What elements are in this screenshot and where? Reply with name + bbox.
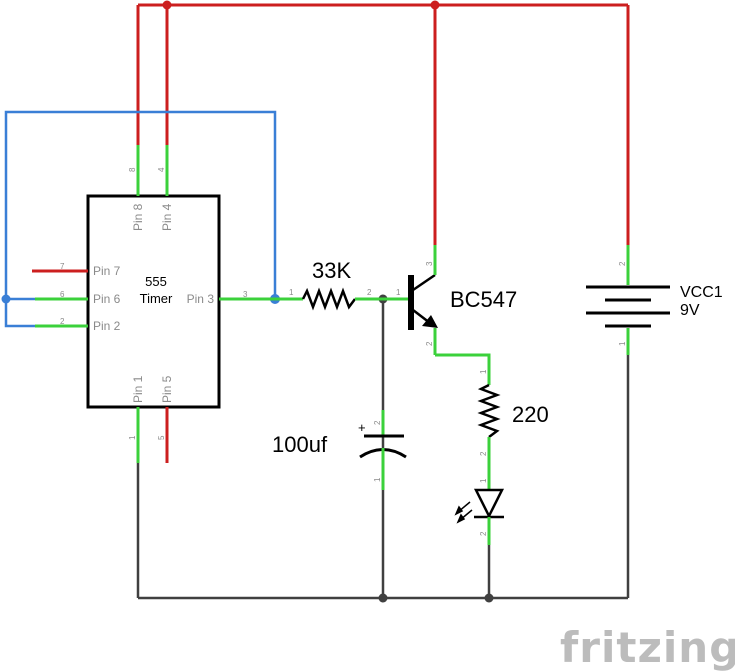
pin6-number: 6 [60, 290, 65, 299]
vcc-junctions [162, 0, 440, 10]
battery-name: VCC1 [680, 284, 723, 301]
resistor-33k-pin2: 2 [367, 288, 372, 297]
pin1-number: 1 [128, 435, 137, 440]
resistor-33k: 33K 1 2 [275, 258, 383, 311]
capacitor-polarity: + [358, 420, 366, 435]
resistor-33k-value: 33K [312, 258, 351, 283]
signal-wires [4, 110, 277, 328]
chip-name-line1: 555 [145, 274, 167, 289]
pin6-label: Pin 6 [93, 292, 121, 306]
transistor-collector-pin: 3 [425, 261, 434, 266]
battery-voltage: 9V [680, 302, 700, 319]
led: 1 2 [454, 465, 505, 545]
resistor-220-value: 220 [512, 402, 549, 427]
pin5-label: Pin 5 [160, 375, 174, 403]
fritzing-logo: fritzing [560, 623, 735, 672]
led-pin2: 2 [479, 531, 488, 536]
capacitor-100uf: + 100uf 2 1 [272, 410, 407, 490]
transistor-base-pin: 1 [396, 288, 401, 297]
capacitor-pin-pos: 2 [373, 420, 382, 425]
pin4-label: Pin 4 [160, 203, 174, 231]
resistor-220-pin1: 1 [479, 369, 488, 374]
led-pin1: 1 [479, 478, 488, 483]
battery-pin-neg: 1 [618, 341, 627, 346]
ic-pin-stubs [35, 145, 275, 463]
resistor-33k-pin1: 1 [289, 288, 294, 297]
pin8-label: Pin 8 [131, 203, 145, 231]
transistor-bc547: BC547 1 3 2 [383, 245, 517, 355]
emitter-wire [435, 353, 491, 385]
pin5-number: 5 [157, 435, 166, 440]
chip-name-line2: Timer [140, 291, 173, 306]
pin1-label: Pin 1 [131, 375, 145, 403]
transistor-label: BC547 [450, 287, 517, 312]
ground-wires [136, 300, 630, 600]
battery-pin-pos: 2 [618, 261, 627, 266]
pin2-number: 2 [60, 317, 65, 326]
battery-vcc1: VCC1 9V 2 1 [586, 245, 723, 355]
pin3-label: Pin 3 [187, 292, 215, 306]
pin7-number: 7 [60, 262, 65, 271]
pin8-number: 8 [128, 167, 137, 172]
timer-555-chip: 555 Timer [86, 194, 221, 409]
pin7-label: Pin 7 [93, 264, 121, 278]
resistor-220: 220 1 2 [477, 369, 549, 465]
capacitor-value: 100uf [272, 432, 328, 457]
capacitor-pin-neg: 1 [373, 477, 382, 482]
vcc-wires [32, 3, 630, 463]
pin3-number: 3 [243, 290, 248, 299]
transistor-emitter-pin: 2 [425, 341, 434, 346]
pin4-number: 4 [157, 167, 166, 172]
pin2-label: Pin 2 [93, 319, 121, 333]
resistor-220-pin2: 2 [479, 451, 488, 456]
